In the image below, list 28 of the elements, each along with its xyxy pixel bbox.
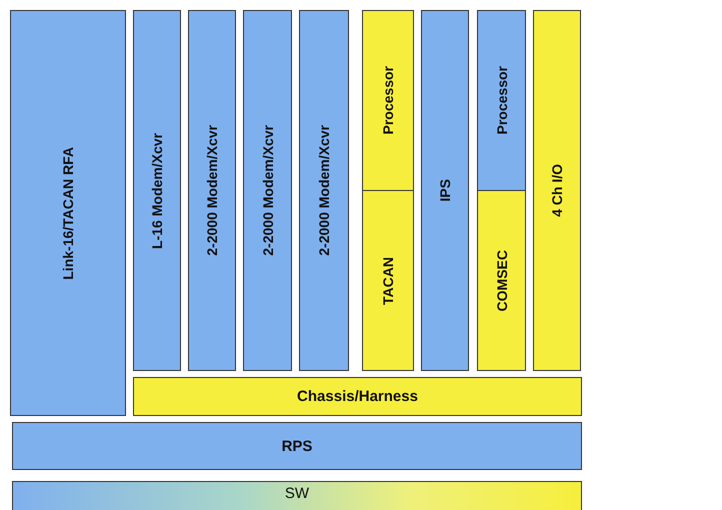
- module-block: [10, 10, 126, 416]
- module-block: [133, 377, 582, 416]
- module-block: [477, 10, 526, 191]
- module-block: [299, 10, 349, 371]
- module-block: [533, 10, 581, 371]
- module-block: [12, 422, 582, 470]
- module-label: IPS: [437, 179, 453, 202]
- module-block: [362, 190, 414, 371]
- module-label: 2-2000 Modem/Xcvr: [260, 125, 276, 256]
- module-block: [243, 10, 292, 371]
- module-label: Processor: [380, 66, 396, 135]
- module-label: TACAN: [380, 256, 396, 304]
- module-label: Link-16/TACAN RFA: [60, 146, 76, 280]
- module-block: [188, 10, 236, 371]
- module-label: 2-2000 Modem/Xcvr: [316, 125, 332, 256]
- module-block: [133, 10, 181, 371]
- module-block: [477, 190, 526, 371]
- module-label: Chassis/Harness: [297, 388, 418, 405]
- module-label: 2-2000 Modem/Xcvr: [204, 125, 220, 256]
- module-block: [362, 10, 414, 191]
- module-block: [421, 10, 469, 371]
- module-label: L-16 Modem/Xcvr: [149, 132, 165, 248]
- module-label: COMSEC: [494, 250, 510, 312]
- module-label: RPS: [282, 438, 312, 454]
- module-block: [12, 481, 582, 510]
- module-label: Processor: [494, 66, 510, 135]
- module-label: 4 Ch I/O: [549, 164, 565, 217]
- module-label: SW: [284, 485, 310, 502]
